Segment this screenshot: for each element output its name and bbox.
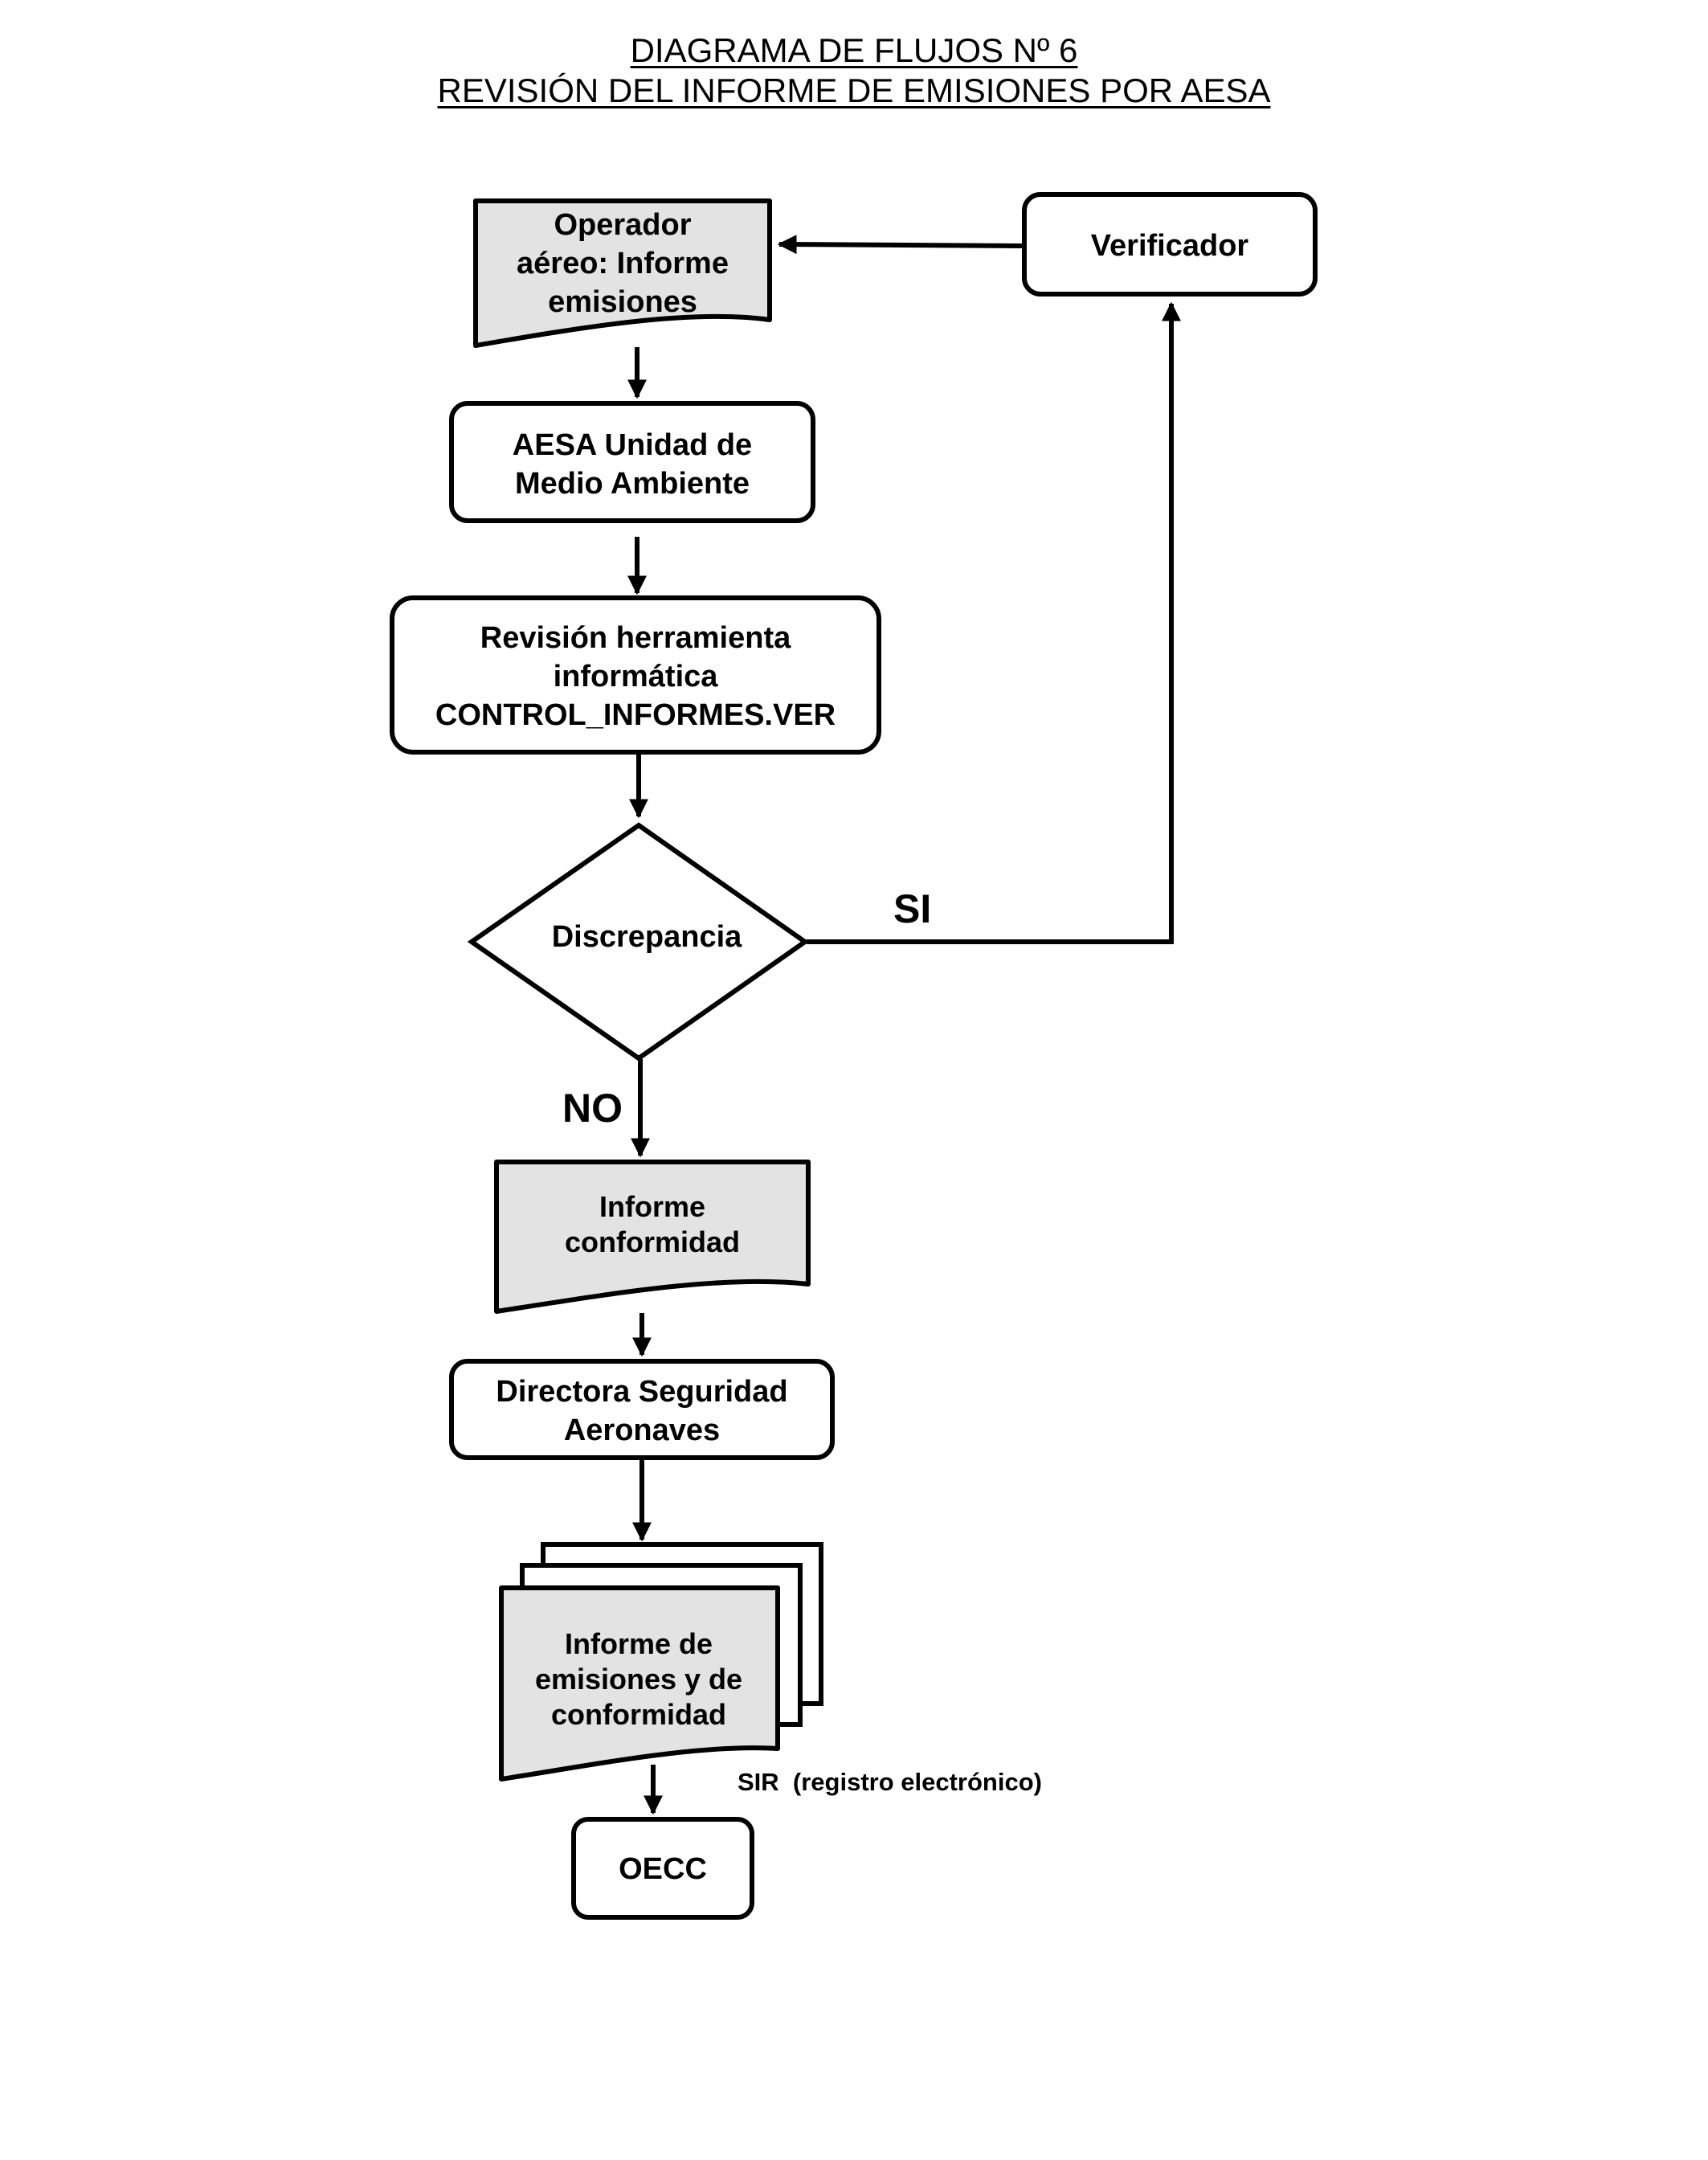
node-informe-final-multidocument: Informe de emisiones y de conformidad xyxy=(499,1542,823,1782)
node-verificador-box: Verificador xyxy=(1022,192,1318,297)
node-conformidad-document: Informe conformidad xyxy=(494,1160,811,1314)
diagram-title-line-1: DIAGRAMA DE FLUJOS Nº 6 xyxy=(630,31,1078,69)
node-directora-line-1: Directora Seguridad xyxy=(496,1375,787,1409)
edge-label-sir: SIR (registro electrónico) xyxy=(738,1768,1042,1796)
node-operador-line-3: emisiones xyxy=(548,285,697,319)
node-revision-line-2: informática xyxy=(554,660,719,693)
connector-verificador-to-operador xyxy=(777,235,1025,255)
node-oecc-box: OECC xyxy=(571,1817,754,1920)
node-conformidad-line-2: conformidad xyxy=(565,1225,740,1258)
node-aesa-line-2: Medio Ambiente xyxy=(515,467,750,501)
diagram-title-line-2: REVISIÓN DEL INFORME DE EMISIONES POR AE… xyxy=(437,72,1271,109)
node-verificador-label: Verificador xyxy=(1091,229,1249,263)
node-discrepancia-diamond: Discrepancia xyxy=(467,822,810,1062)
connector-discrepancia-si-to-verificador xyxy=(807,301,1181,944)
node-revision-box: Revisión herramienta informática CONTROL… xyxy=(390,595,881,755)
node-informe-final-line-2: emisiones y de xyxy=(535,1663,742,1696)
node-operador-line-2: aéreo: Informe xyxy=(517,247,729,280)
edge-label-no: NO xyxy=(562,1086,623,1131)
node-conformidad-line-1: Informe xyxy=(599,1190,705,1223)
node-aesa-line-1: AESA Unidad de xyxy=(513,428,752,462)
node-revision-line-3: CONTROL_INFORMES.VER xyxy=(435,698,836,732)
node-revision-line-1: Revisión herramienta xyxy=(480,621,791,655)
node-informe-final-line-3: conformidad xyxy=(551,1698,726,1731)
node-directora-line-2: Aeronaves xyxy=(564,1413,720,1447)
node-informe-final-line-1: Informe de xyxy=(565,1627,713,1660)
edge-label-si: SI xyxy=(893,886,931,931)
node-discrepancia-label: Discrepancia xyxy=(552,920,742,954)
node-oecc-label: OECC xyxy=(619,1852,707,1886)
node-aesa-box: AESA Unidad de Medio Ambiente xyxy=(449,401,815,523)
node-operador-document: Operador aéreo: Informe emisiones xyxy=(473,198,772,348)
node-operador-line-1: Operador xyxy=(554,208,691,242)
node-directora-box: Directora Seguridad Aeronaves xyxy=(449,1359,835,1460)
